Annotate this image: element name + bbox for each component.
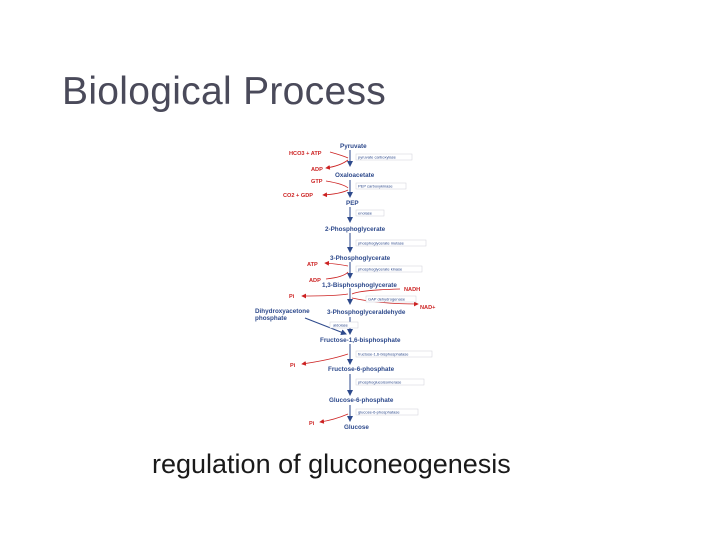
enzyme-phosphoglycerate-kinase: phosphoglycerate kinase xyxy=(358,267,403,272)
side-arrow-co2-gdp xyxy=(322,189,349,198)
side-arrow-atp-2 xyxy=(324,260,349,267)
side-arrow-pi-1 xyxy=(301,293,349,299)
cofactor-pi-1: Pi xyxy=(289,294,295,300)
side-arrow-pi-2 xyxy=(301,353,349,366)
enzyme-box xyxy=(355,182,407,190)
side-arrow-nad xyxy=(351,297,419,307)
enzyme-aldolase: aldolase xyxy=(333,323,349,328)
enzyme-box xyxy=(355,153,413,161)
arrow-dhap-to-fbp xyxy=(304,317,347,335)
enzyme-phosphoglycerate-mutase: phosphoglycerate mutase xyxy=(358,241,405,246)
enzyme-box xyxy=(329,321,359,329)
metabolite-fructose-6-phosphate: Fructose-6-phosphate xyxy=(328,366,395,373)
cofactor-adp-2: ADP xyxy=(309,278,321,284)
slide-caption: regulation of gluconeogenesis xyxy=(152,449,511,479)
side-arrow-adp-1 xyxy=(325,159,349,170)
cofactor-pi-2: Pi xyxy=(290,363,296,369)
metabolite-pep: PEP xyxy=(346,200,359,207)
enzyme-box xyxy=(355,378,425,386)
cofactor-co2-gdp: CO2 + GDP xyxy=(283,193,313,199)
enzyme-fructose-1-6-bisphosphatase: fructose-1,6-bisphosphatase xyxy=(358,352,409,357)
side-arrow-adp-2 xyxy=(325,271,349,280)
cofactor-nadh: NADH xyxy=(404,287,420,293)
enzyme-enolase: enolase xyxy=(358,211,373,216)
cofactor-adp-1: ADP xyxy=(311,167,323,173)
enzyme-pep-carboxykinase: PEP carboxykinase xyxy=(358,184,393,189)
metabolite-fructose-1-6-bisphosphate: Fructose-1,6-bisphosphate xyxy=(320,337,401,344)
enzyme-box xyxy=(355,209,385,217)
side-arrow-hco3-atp xyxy=(329,151,349,159)
side-arrow-nadh xyxy=(351,288,401,295)
cofactor-nad: NAD+ xyxy=(420,305,436,311)
metabolite-pyruvate: Pyruvate xyxy=(340,143,367,150)
cofactor-atp-2: ATP xyxy=(307,262,318,268)
cofactor-gtp: GTP xyxy=(311,179,323,185)
side-arrow-gtp xyxy=(325,180,349,189)
metabolite-dihydroxyacetone-phosphate-line2: phosphate xyxy=(255,315,287,322)
cofactor-hco3-atp: HCO3 + ATP xyxy=(289,151,322,157)
slide-title: Biological Process xyxy=(62,70,387,113)
enzyme-box xyxy=(355,265,423,273)
metabolite-1-3-bisphosphoglycerate: 1,3-Bisphosphoglycerate xyxy=(322,282,397,289)
side-arrow-pi-3 xyxy=(319,413,349,424)
metabolite-glucose: Glucose xyxy=(344,424,369,431)
enzyme-pyruvate-carboxylase: pyruvate carboxylase xyxy=(358,155,397,160)
enzyme-glucose-6-phosphatase: glucose-6-phosphatase xyxy=(358,410,400,415)
metabolite-2-phosphoglycerate: 2-Phosphoglycerate xyxy=(325,226,386,233)
enzyme-box xyxy=(355,408,419,416)
enzyme-gap-dehydrogenase: GAP dehydrogenase xyxy=(368,297,406,302)
metabolite-3-phosphoglyceraldehyde: 3-Phosphoglyceraldehyde xyxy=(327,309,406,316)
enzyme-box xyxy=(365,295,417,303)
enzyme-box xyxy=(355,350,433,358)
enzyme-phosphoglucoisomerase: phosphoglucoisomerase xyxy=(358,380,402,385)
enzyme-box xyxy=(355,239,427,247)
metabolite-oxaloacetate: Oxaloacetate xyxy=(335,172,375,179)
metabolite-3-phosphoglycerate: 3-Phosphoglycerate xyxy=(330,255,391,262)
cofactor-pi-3: Pi xyxy=(309,421,315,427)
metabolite-glucose-6-phosphate: Glucose-6-phosphate xyxy=(329,397,394,404)
metabolite-dihydroxyacetone-phosphate: Dihydroxyacetone xyxy=(255,308,310,315)
